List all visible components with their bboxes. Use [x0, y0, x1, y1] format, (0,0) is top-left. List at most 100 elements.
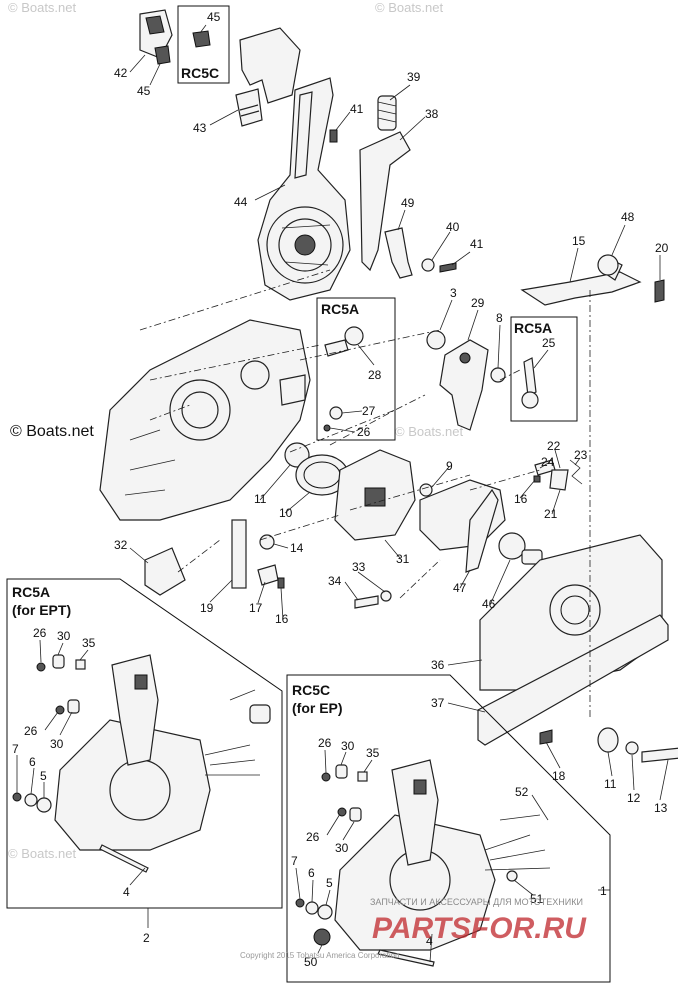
- box-label: RC5A: [514, 320, 552, 336]
- callout-number: 28: [368, 368, 382, 382]
- callout-number: 35: [82, 636, 96, 650]
- callout-number: 47: [453, 581, 467, 595]
- assembly-lines: [139, 269, 591, 720]
- callout-number: 41: [470, 237, 484, 251]
- callout-number: 51: [530, 892, 544, 906]
- part-7: [12, 792, 22, 802]
- callout-number: 30: [341, 739, 355, 753]
- watermark-main: © Boats.net: [10, 423, 94, 440]
- part-27: [329, 406, 343, 420]
- part-43: [235, 27, 301, 127]
- part-26: [36, 662, 46, 672]
- part-26: [323, 424, 331, 432]
- part-39-spring: [377, 95, 397, 131]
- part-18: [539, 729, 553, 745]
- part-19: [231, 519, 247, 589]
- callout-number: 36: [431, 658, 445, 672]
- part-25: [521, 357, 539, 409]
- box-sublabel: (for EPT): [12, 602, 71, 618]
- leader-lines: [16, 24, 669, 963]
- callout-number: 46: [482, 597, 496, 611]
- part-46: [498, 532, 543, 565]
- callout-number: 18: [552, 769, 566, 783]
- callout-number: 16: [275, 612, 289, 626]
- callout-number: 44: [234, 195, 248, 209]
- callout-number: 26: [306, 830, 320, 844]
- callout-number: 2: [143, 931, 150, 945]
- callout-number: 22: [547, 439, 561, 453]
- part-35: [357, 771, 368, 782]
- callout-number: 26: [33, 626, 47, 640]
- part-3: [426, 330, 446, 350]
- part-33: [380, 590, 392, 602]
- box-label: RC5A: [12, 584, 50, 600]
- callout-number: 21: [544, 507, 558, 521]
- callout-number: 4: [426, 934, 433, 948]
- callout-number: 45: [207, 10, 221, 24]
- callout-number: 30: [50, 737, 64, 751]
- part-45: [154, 45, 171, 65]
- callout-number: 33: [352, 560, 366, 574]
- callout-number: 25: [542, 336, 556, 350]
- box-label: RC5C: [181, 65, 219, 81]
- callout-number: 49: [401, 196, 415, 210]
- callout-number: 7: [12, 742, 19, 756]
- part-28: [324, 326, 364, 357]
- callout-number: 20: [655, 241, 669, 255]
- callout-number: 37: [431, 696, 445, 710]
- part-12: [625, 741, 639, 755]
- callout-number: 34: [328, 574, 342, 588]
- part-6: [305, 901, 319, 915]
- part-30: [335, 764, 348, 779]
- part-14: [259, 534, 275, 550]
- callout-number: 50: [304, 955, 318, 969]
- part-11: [597, 727, 619, 753]
- box-rc5a-ept: [6, 578, 283, 909]
- watermark-faint: © Boats.net: [375, 0, 444, 15]
- callout-number: 45: [137, 84, 151, 98]
- callout-number: 11: [254, 492, 267, 506]
- part-20: [654, 279, 665, 303]
- part-16: [277, 577, 285, 589]
- part-45: [192, 30, 211, 48]
- part-41: [439, 262, 457, 273]
- part-5: [36, 797, 52, 813]
- part-37: [477, 614, 669, 746]
- callout-number: 10: [279, 506, 293, 520]
- callout-number: 43: [193, 121, 207, 135]
- part-17: [257, 564, 279, 586]
- callout-number: 26: [318, 736, 332, 750]
- callout-number: 26: [357, 425, 371, 439]
- part-8: [490, 367, 506, 383]
- callout-number: 23: [574, 448, 588, 462]
- callout-number: 11: [604, 777, 617, 791]
- callouts: 45 42 45 43 44 39 41 38 49 40 41 48 20 1…: [12, 10, 669, 969]
- callout-number: 1: [600, 884, 607, 898]
- callout-number: 35: [366, 746, 380, 760]
- box-rc5c-ep: [286, 674, 611, 983]
- part-41: [329, 129, 338, 143]
- part-26: [321, 772, 331, 782]
- part-38: [359, 131, 411, 272]
- callout-number: 3: [450, 286, 457, 300]
- callout-number: 30: [335, 841, 349, 855]
- part-30: [67, 699, 80, 714]
- callout-number: 40: [446, 220, 460, 234]
- callout-number: 5: [40, 769, 47, 783]
- part-31: [334, 449, 416, 541]
- callout-number: 14: [290, 541, 304, 555]
- watermark-faint: © Boats.net: [8, 846, 77, 861]
- box-rc5a-right: [510, 316, 578, 422]
- box-label: RC5C: [292, 682, 330, 698]
- callout-number: 6: [29, 755, 36, 769]
- callout-number: 16: [514, 492, 528, 506]
- box-rc5a-mid: [316, 297, 396, 441]
- part-50: [313, 928, 331, 946]
- part-4: [377, 949, 435, 967]
- callout-number: 26: [24, 724, 38, 738]
- callout-number: 30: [57, 629, 71, 643]
- part-6: [24, 793, 38, 807]
- callout-number: 15: [572, 234, 586, 248]
- callout-number: 41: [350, 102, 364, 116]
